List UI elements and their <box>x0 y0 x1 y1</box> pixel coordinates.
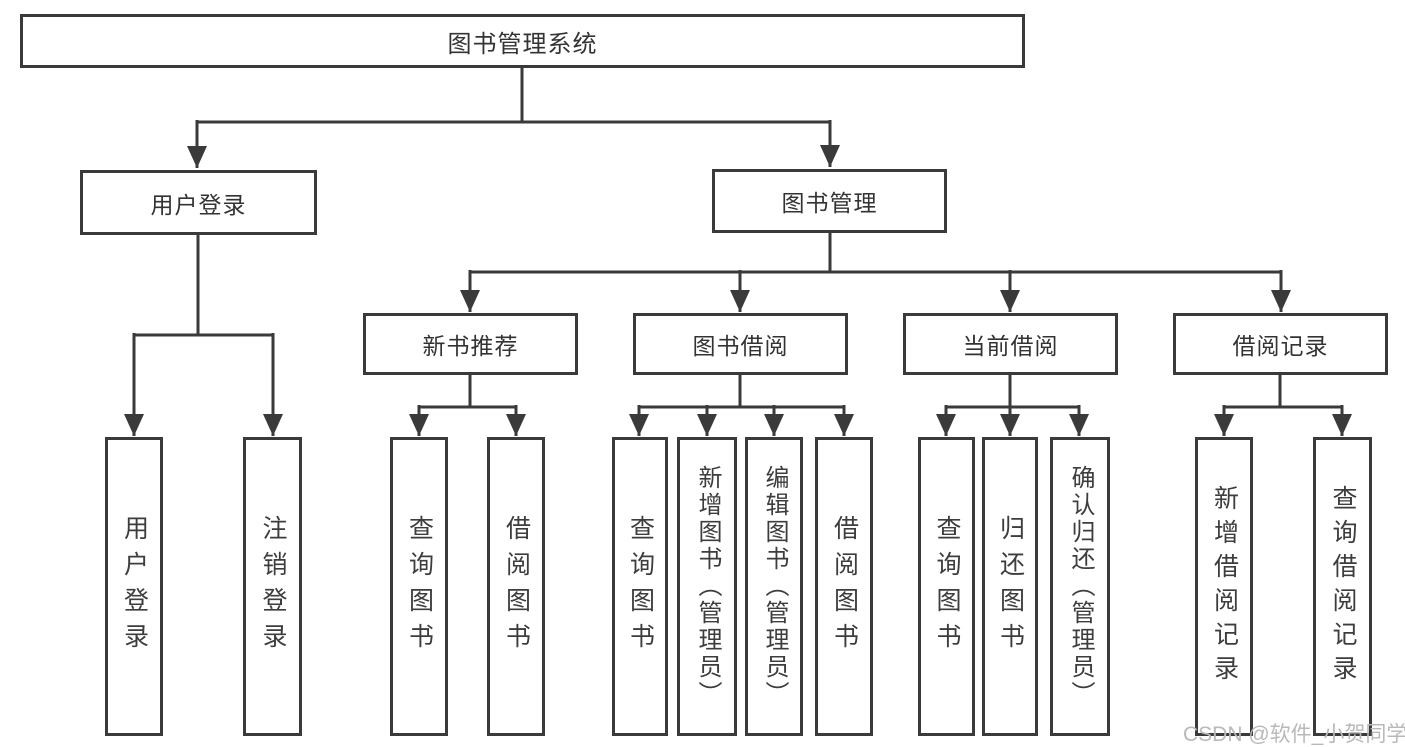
node-return-books-label: 归还图书 <box>996 514 1025 659</box>
connector-current-borrow-to-leaves <box>936 375 1089 436</box>
node-current-borrow-label: 当前借阅 <box>962 333 1059 359</box>
node-new-book-recommend-label: 新书推荐 <box>422 333 519 359</box>
node-book-borrow: 图书借阅 <box>633 313 848 375</box>
node-logout: 注销登录 <box>243 437 302 736</box>
node-borrow-books-leaf-label: 借阅图书 <box>830 514 859 659</box>
node-add-borrow-record: 新增借阅记录 <box>1195 437 1253 736</box>
node-user-login-leaf: 用户登录 <box>105 437 163 736</box>
node-root: 图书管理系统 <box>20 14 1025 68</box>
node-borrow-books-recommend-label: 借阅图书 <box>502 514 531 659</box>
node-query-books-current-label: 查询图书 <box>933 514 961 659</box>
node-add-book-admin-label: 新增图书（管理员） <box>694 465 721 708</box>
node-user-login-leaf-label: 用户登录 <box>120 514 149 659</box>
connector-new-books-to-leaves <box>409 375 526 436</box>
node-borrow-records-label: 借阅记录 <box>1232 333 1329 359</box>
node-query-borrow-record-label: 查询借阅记录 <box>1329 484 1357 689</box>
node-query-books-borrow: 查询图书 <box>612 437 668 736</box>
connector-root-to-level2 <box>187 68 840 168</box>
node-add-borrow-record-label: 新增借阅记录 <box>1210 484 1239 689</box>
node-query-books-recommend: 查询图书 <box>390 437 448 736</box>
watermark: CSDN @软件_小贺同学 <box>1183 723 1405 746</box>
node-book-management: 图书管理 <box>712 169 947 233</box>
node-root-label: 图书管理系统 <box>447 30 598 58</box>
connector-borrow-records-to-leaves <box>1214 375 1352 436</box>
node-book-borrow-label: 图书借阅 <box>692 333 789 359</box>
connector-book-borrow-to-leaves <box>629 375 854 436</box>
node-add-book-admin: 新增图书（管理员） <box>677 437 737 736</box>
node-user-login-branch: 用户登录 <box>80 170 317 235</box>
node-borrow-records: 借阅记录 <box>1173 313 1388 375</box>
node-new-book-recommend: 新书推荐 <box>363 313 578 375</box>
node-return-books: 归还图书 <box>982 437 1038 736</box>
node-confirm-return-admin: 确认归还（管理员） <box>1050 437 1110 736</box>
node-edit-book-admin-label: 编辑图书（管理员） <box>761 465 788 708</box>
connector-book-management-to-level3 <box>460 233 1291 312</box>
node-borrow-books-recommend: 借阅图书 <box>487 437 545 736</box>
node-current-borrow: 当前借阅 <box>903 313 1118 375</box>
node-book-management-label: 图书管理 <box>781 190 878 216</box>
node-query-books-recommend-label: 查询图书 <box>405 514 434 659</box>
node-user-login-branch-label: 用户登录 <box>150 191 247 218</box>
node-query-books-current: 查询图书 <box>918 437 975 736</box>
node-confirm-return-admin-label: 确认归还（管理员） <box>1067 465 1094 708</box>
node-query-borrow-record: 查询借阅记录 <box>1313 437 1372 736</box>
node-borrow-books-leaf: 借阅图书 <box>815 437 873 736</box>
node-edit-book-admin: 编辑图书（管理员） <box>745 437 803 736</box>
connector-user-login-to-leaves <box>124 235 283 436</box>
node-query-books-borrow-label: 查询图书 <box>626 514 655 659</box>
node-logout-label: 注销登录 <box>259 514 287 659</box>
